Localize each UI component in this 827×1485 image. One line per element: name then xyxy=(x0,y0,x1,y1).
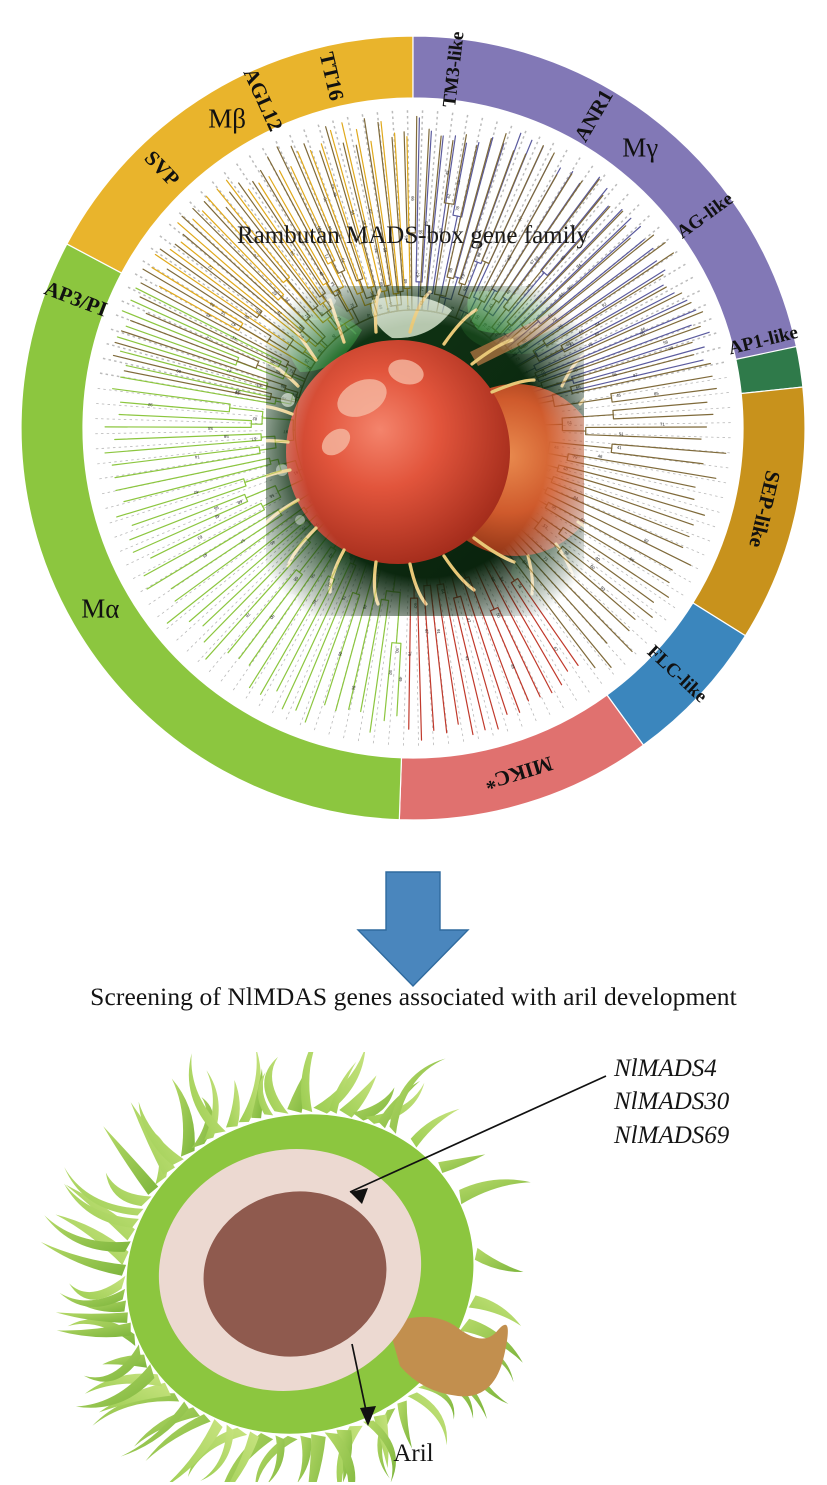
svg-text:40: 40 xyxy=(193,489,200,495)
circular-phylogeny: 4992604646764556807646574563485540745858… xyxy=(0,0,827,845)
svg-text:76: 76 xyxy=(407,651,412,656)
svg-text:51: 51 xyxy=(619,431,625,436)
svg-text:76: 76 xyxy=(244,612,251,619)
rambutan-fruit-photo xyxy=(240,286,640,616)
svg-text:58: 58 xyxy=(223,434,229,439)
svg-text:67: 67 xyxy=(415,271,420,277)
ring-label-m: Mβ xyxy=(208,104,246,134)
ring-segment-mikc[interactable] xyxy=(399,695,643,820)
spinterm xyxy=(226,1080,240,1128)
spinterm xyxy=(408,1392,447,1445)
svg-text:82: 82 xyxy=(252,416,258,421)
svg-text:78: 78 xyxy=(454,205,460,211)
svg-text:91: 91 xyxy=(436,629,442,635)
ring-segment-sep-like[interactable] xyxy=(693,387,805,636)
svg-text:60: 60 xyxy=(176,368,182,374)
ring-label-m: Mγ xyxy=(622,132,658,162)
svg-text:60: 60 xyxy=(403,278,408,284)
svg-text:74: 74 xyxy=(194,454,200,460)
svg-text:99: 99 xyxy=(410,195,415,200)
spinterm xyxy=(264,1057,288,1114)
svg-text:62: 62 xyxy=(446,193,452,199)
svg-text:47: 47 xyxy=(466,617,472,623)
svg-text:67: 67 xyxy=(553,646,560,653)
spinterm xyxy=(475,1248,524,1272)
svg-text:58: 58 xyxy=(207,426,212,431)
center-title: Rambutan MADS-box gene family xyxy=(237,222,590,249)
spinterm xyxy=(459,1179,531,1204)
svg-text:55: 55 xyxy=(213,505,220,512)
conclusion-sentence: Screening of NlMDAS genes associated wit… xyxy=(0,982,827,1012)
spinterm xyxy=(189,1053,226,1133)
transition-arrow xyxy=(0,868,827,998)
svg-text:85: 85 xyxy=(654,391,660,397)
svg-text:93: 93 xyxy=(600,585,607,592)
svg-text:48: 48 xyxy=(318,270,325,277)
svg-text:42: 42 xyxy=(464,655,470,661)
svg-text:40: 40 xyxy=(594,555,601,562)
aril-label: Aril xyxy=(0,1440,827,1468)
svg-text:88: 88 xyxy=(448,267,454,273)
svg-text:89: 89 xyxy=(208,301,215,308)
svg-text:71: 71 xyxy=(660,422,665,427)
ring-label-m: Mα xyxy=(81,594,119,624)
svg-text:82: 82 xyxy=(643,537,650,544)
svg-text:45: 45 xyxy=(616,392,622,398)
spinterm xyxy=(438,1154,485,1173)
rambutan-cross-section xyxy=(0,1052,827,1482)
svg-text:67: 67 xyxy=(424,629,429,635)
spinterm xyxy=(411,1109,460,1148)
